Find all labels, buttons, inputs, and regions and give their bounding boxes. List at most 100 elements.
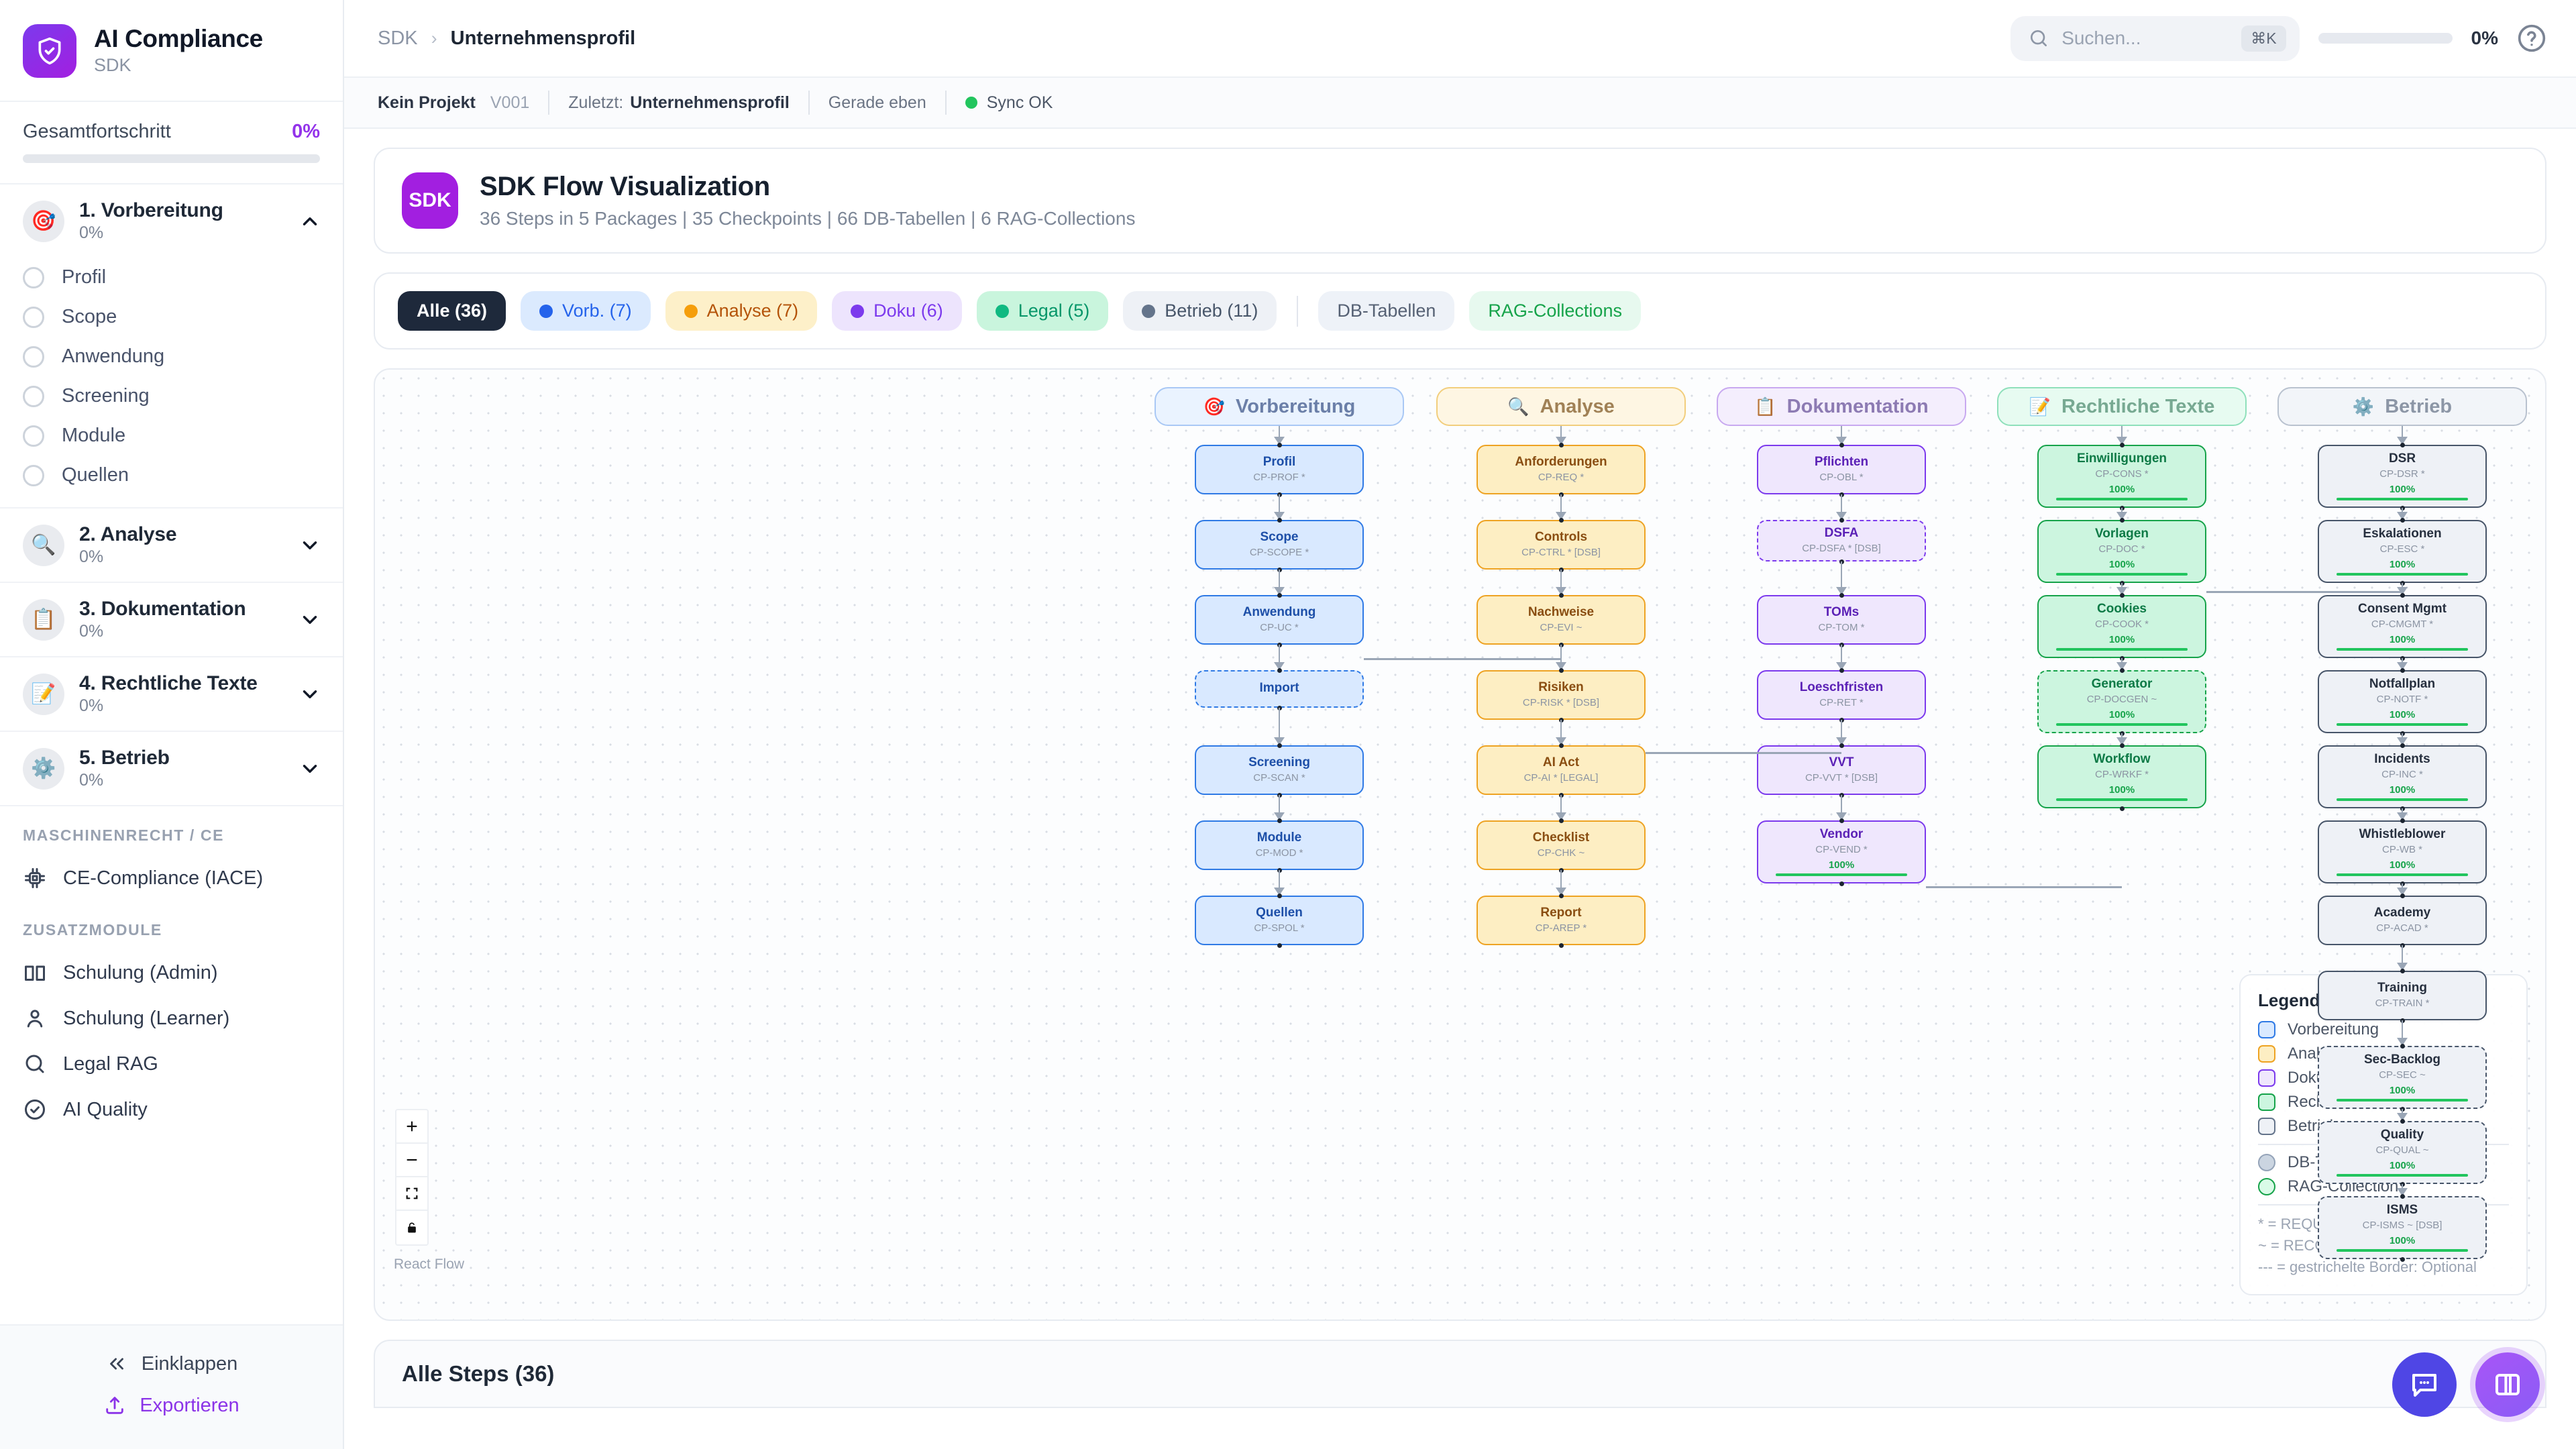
zoom-in-button[interactable] <box>396 1110 427 1144</box>
filter-chip-analyse-7[interactable]: Analyse (7) <box>665 291 818 331</box>
flow-edge <box>1560 426 1562 438</box>
chip-dot <box>539 304 553 318</box>
search-input[interactable]: Suchen... ⌘K <box>2010 15 2300 61</box>
node-code: CP-COOK * <box>2094 618 2149 630</box>
phase-step-scope[interactable]: Scope <box>0 297 343 337</box>
chip-label: Legal (5) <box>1018 301 1090 321</box>
flow-edge <box>1560 645 1562 663</box>
filter-chip-rag-collections[interactable]: RAG-Collections <box>1469 291 1641 331</box>
flow-edge-arrow <box>1556 437 1566 445</box>
step-radio[interactable] <box>23 464 44 486</box>
step-radio[interactable] <box>23 306 44 328</box>
node-code: CP-DSFA * [DSB] <box>1802 542 1881 554</box>
collapse-sidebar-button[interactable]: Einklappen <box>23 1343 320 1385</box>
phase-step-module[interactable]: Module <box>0 416 343 455</box>
phase-step-profil[interactable]: Profil <box>0 258 343 297</box>
status-divider-2 <box>808 91 810 115</box>
step-radio[interactable] <box>23 266 44 288</box>
filter-chip-alle-36[interactable]: Alle (36) <box>398 291 506 331</box>
phase-step-quellen[interactable]: Quellen <box>0 455 343 495</box>
flow-canvas[interactable]: React Flow Legende VorbereitungAnalyseDo… <box>374 368 2546 1321</box>
nav-item-schulung-learner[interactable]: Schulung (Learner) <box>0 996 343 1041</box>
node-code: CP-SCAN * <box>1253 771 1305 784</box>
upload-icon <box>106 1397 124 1414</box>
nav-item-ce-compliance-iace[interactable]: CE-Compliance (IACE) <box>0 855 343 901</box>
node-code: CP-CTRL * [DSB] <box>1521 546 1601 558</box>
phase-step-anwendung[interactable]: Anwendung <box>0 337 343 376</box>
nav-item-ai-quality[interactable]: AI Quality <box>0 1087 343 1132</box>
step-radio[interactable] <box>23 425 44 447</box>
nav-item-schulung-admin[interactable]: Schulung (Admin) <box>0 950 343 996</box>
zoom-out-button[interactable] <box>396 1144 427 1177</box>
filter-chip-betrieb-11[interactable]: Betrieb (11) <box>1123 291 1277 331</box>
brand-header: AI Compliance SDK <box>0 0 343 102</box>
flow-group-rechtliche-texte: 📝Rechtliche Texte <box>1997 387 2247 426</box>
flow-edge-arrow <box>2116 737 2127 745</box>
help-circle-icon[interactable] <box>2517 23 2546 53</box>
node-port-top <box>2119 668 2125 673</box>
step-radio[interactable] <box>23 385 44 407</box>
filter-chip-vorb-7[interactable]: Vorb. (7) <box>521 291 651 331</box>
flow-edge <box>2121 426 2123 438</box>
step-radio[interactable] <box>23 345 44 368</box>
export-button[interactable]: Exportieren <box>23 1385 320 1426</box>
node-port-bottom <box>1558 943 1564 948</box>
fit-view-button[interactable] <box>396 1177 427 1211</box>
filter-chip-db-tabellen[interactable]: DB-Tabellen <box>1318 291 1455 331</box>
chat-fab[interactable] <box>2392 1352 2457 1417</box>
lock-button[interactable] <box>396 1211 427 1244</box>
breadcrumb-root[interactable]: SDK <box>378 27 418 49</box>
status-when: Gerade eben <box>828 93 926 112</box>
phase-step-screening[interactable]: Screening <box>0 376 343 416</box>
node-progress-bar <box>2336 722 2469 726</box>
filter-chip-doku-6[interactable]: Doku (6) <box>832 291 962 331</box>
group-label: Rechtliche Texte <box>2061 395 2215 417</box>
section-caption: MASCHINENRECHT / CE <box>23 826 225 844</box>
filter-chip-legal-5[interactable]: Legal (5) <box>976 291 1109 331</box>
flow-node-import[interactable]: Import <box>1195 670 1364 708</box>
nav-item-legal-rag[interactable]: Legal RAG <box>0 1041 343 1087</box>
phase-emoji-icon: 🔍 <box>23 524 64 566</box>
panel-fab[interactable] <box>2475 1352 2540 1417</box>
section-caption: ZUSATZMODULE <box>23 921 162 938</box>
